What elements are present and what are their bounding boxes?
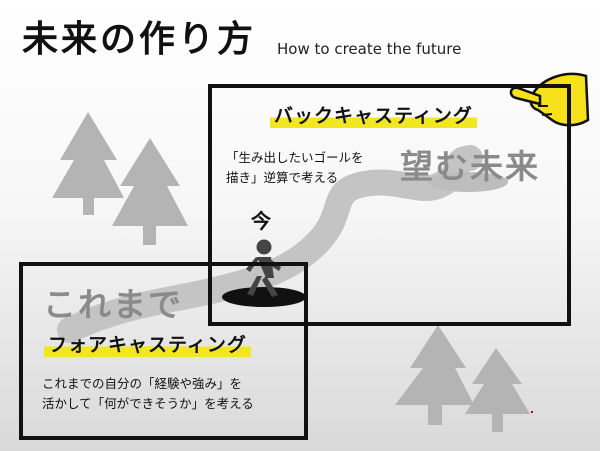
tree-icon	[112, 138, 188, 245]
page-title: 未来の作り方	[22, 19, 257, 60]
forecasting-frame	[19, 262, 308, 440]
red-dot	[531, 411, 533, 413]
now-label: 今	[251, 209, 271, 233]
backcasting-desc-line2: 描き」逆算で考える	[226, 170, 339, 185]
forecasting-description: これまでの自分の「経験や強み」を 活かして「何ができそうか」を考える	[42, 374, 254, 414]
goal-label: 望む未来	[400, 147, 540, 186]
backcasting-frame	[208, 84, 571, 326]
tree-icon	[52, 112, 124, 215]
forecasting-desc-line1: これまでの自分の「経験や強み」を	[42, 376, 243, 391]
goal-shadow	[428, 172, 508, 192]
forecasting-desc-line2: 活かして「何ができそうか」を考える	[42, 396, 254, 411]
forecasting-heading: フォアキャスティング	[44, 330, 251, 357]
tree-icon	[465, 348, 530, 432]
backcasting-description: 「生み出したいゴールを 描き」逆算で考える	[226, 148, 364, 188]
backcasting-heading: バックキャスティング	[270, 101, 477, 128]
backcasting-desc-line1: 「生み出したいゴールを	[226, 150, 364, 165]
page-subtitle: How to create the future	[277, 40, 462, 58]
tree-icon	[395, 325, 474, 425]
past-label: これまで	[43, 285, 183, 324]
